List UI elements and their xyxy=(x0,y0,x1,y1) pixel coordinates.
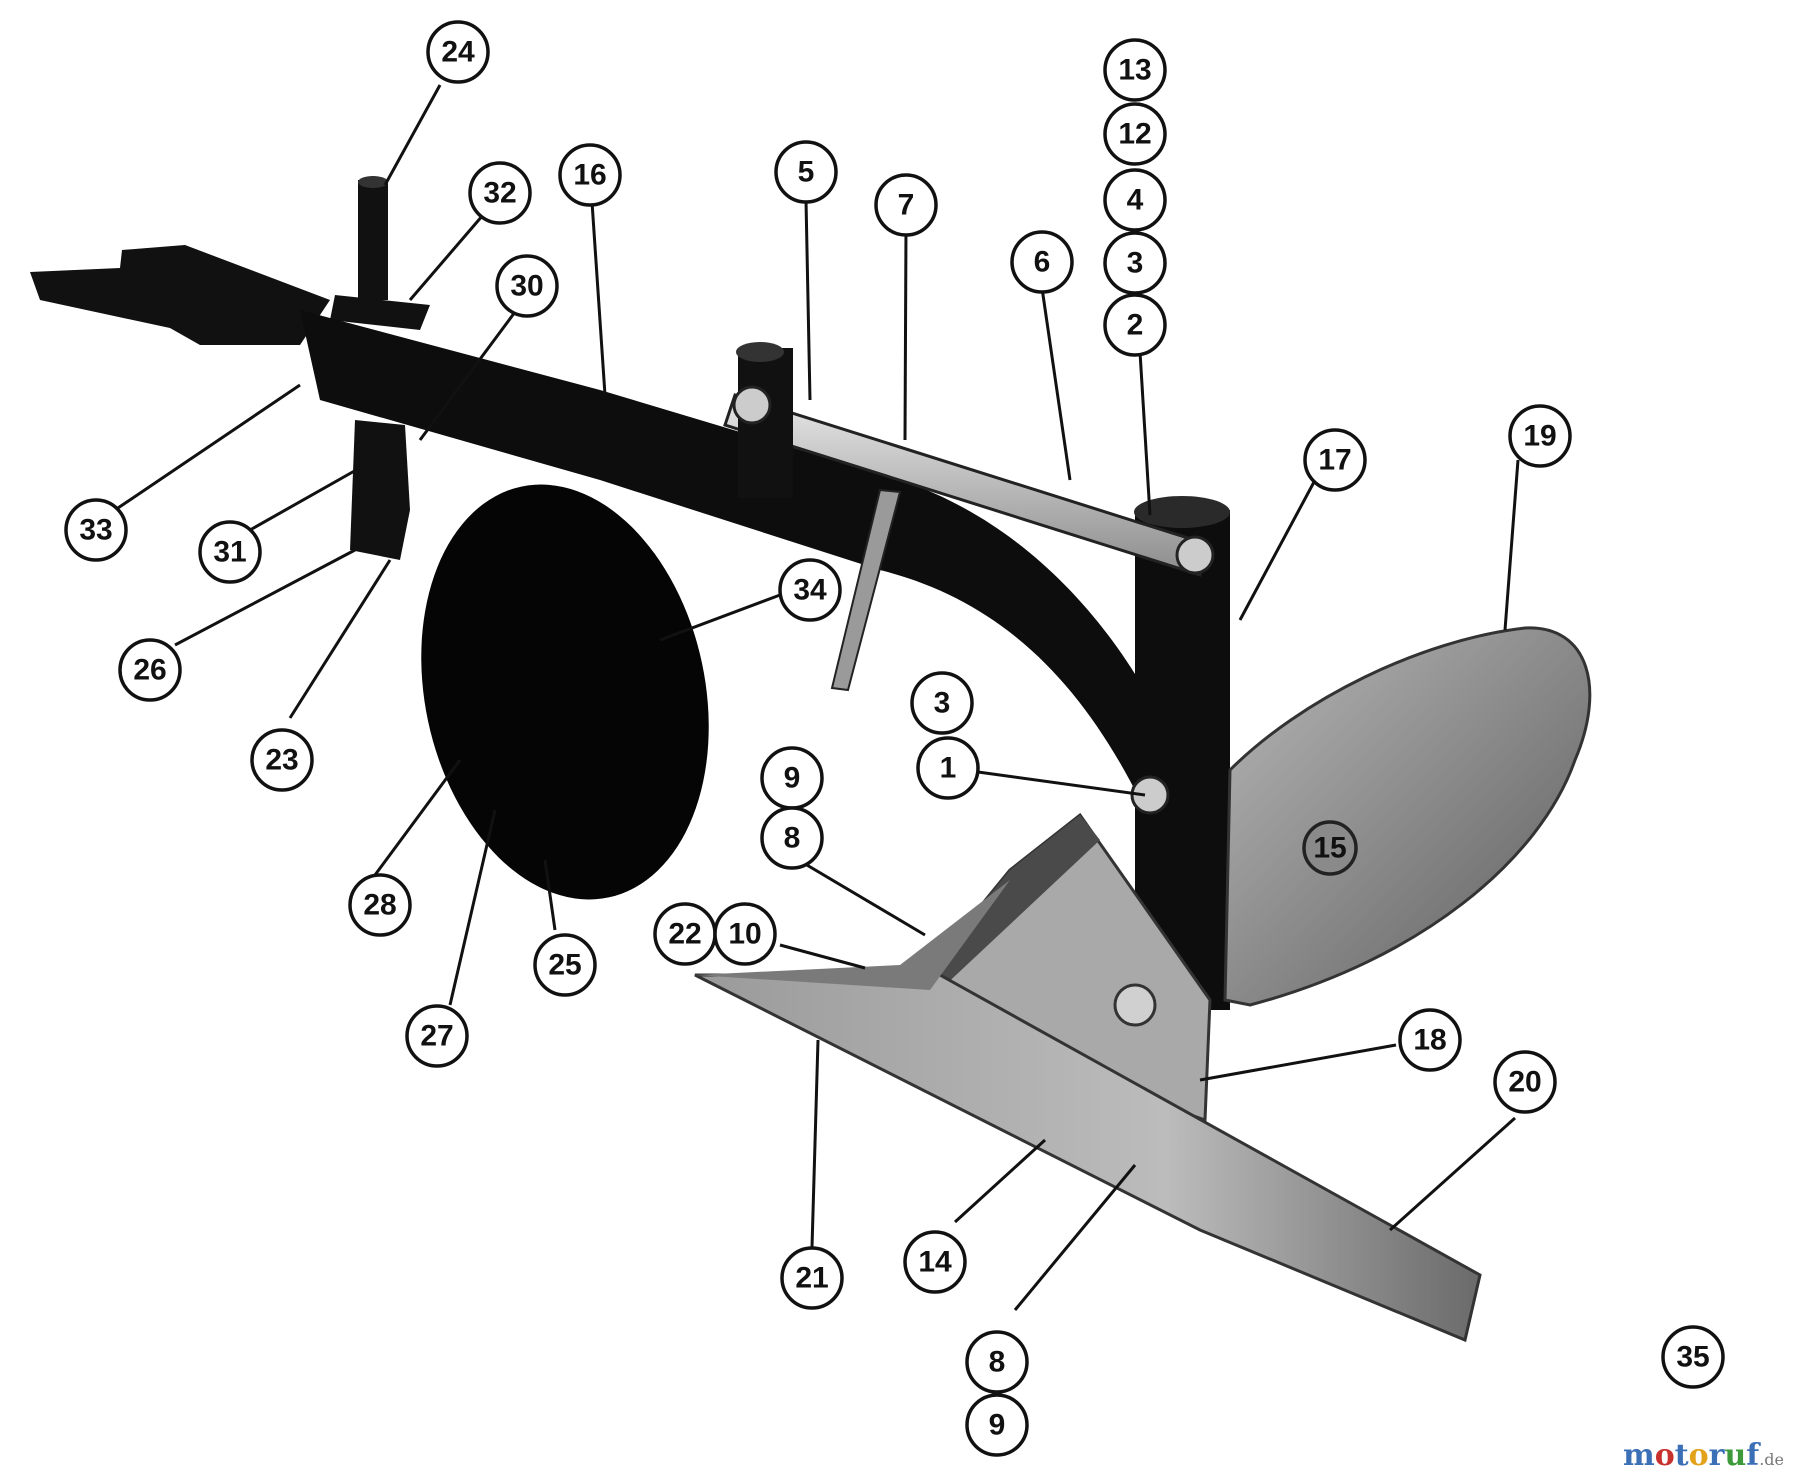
callout-15-label: 15 xyxy=(1313,832,1346,865)
callout-10: 10 xyxy=(713,902,777,966)
callout-35-label: 35 xyxy=(1676,1341,1709,1374)
coulter-bracket xyxy=(350,420,410,560)
callout-7: 7 xyxy=(874,173,938,237)
watermark-letter: o xyxy=(1688,1438,1709,1473)
callout-24-label: 24 xyxy=(441,36,475,69)
callout-19: 19 xyxy=(1508,404,1572,468)
callout-3-top-label: 3 xyxy=(1127,247,1144,280)
watermark-letter: u xyxy=(1724,1438,1747,1473)
callout-18: 18 xyxy=(1398,1008,1462,1072)
callout-13: 13 xyxy=(1103,38,1167,102)
callout-8-lower-label: 8 xyxy=(989,1346,1006,1379)
callout-32: 32 xyxy=(468,161,532,225)
callout-13-label: 13 xyxy=(1118,54,1151,87)
callout-33: 33 xyxy=(64,498,128,562)
callout-9-lower: 9 xyxy=(965,1393,1029,1457)
watermark-letter: r xyxy=(1708,1438,1725,1473)
callout-4-label: 4 xyxy=(1127,184,1144,217)
hitch-pin xyxy=(358,180,388,300)
callout-34: 34 xyxy=(778,558,842,622)
coulter-disc xyxy=(421,484,709,900)
callout-10-label: 10 xyxy=(728,918,761,951)
hitch-bar xyxy=(30,245,330,345)
callout-28: 28 xyxy=(348,873,412,937)
callout-9-upper-label: 9 xyxy=(784,762,801,795)
callout-14: 14 xyxy=(903,1230,967,1294)
callout-21: 21 xyxy=(780,1246,844,1310)
callout-12: 12 xyxy=(1103,102,1167,166)
callout-17: 17 xyxy=(1303,428,1367,492)
motoruf-watermark: motoruf.de xyxy=(1623,1438,1784,1473)
callout-30: 30 xyxy=(495,254,559,318)
callout-7-label: 7 xyxy=(898,189,915,222)
main-beam xyxy=(300,310,1180,800)
clamp-plate xyxy=(330,295,430,330)
callout-31-label: 31 xyxy=(213,536,246,569)
callout-3-top: 3 xyxy=(1103,231,1167,295)
callout-22: 22 xyxy=(653,902,717,966)
callout-27: 27 xyxy=(405,1004,469,1068)
moldboard xyxy=(1223,626,1592,1007)
callout-6-label: 6 xyxy=(1034,246,1051,279)
callout-33-label: 33 xyxy=(79,514,112,547)
plow-illustration xyxy=(30,176,1592,1343)
callout-8-upper: 8 xyxy=(760,806,824,870)
callout-27-label: 27 xyxy=(420,1020,453,1053)
callout-31: 31 xyxy=(198,520,262,584)
callout-16-label: 16 xyxy=(573,159,606,192)
watermark-letter: m xyxy=(1623,1438,1655,1473)
callout-25-label: 25 xyxy=(548,949,581,982)
callout-6: 6 xyxy=(1010,230,1074,294)
adjust-rod xyxy=(723,393,1212,577)
callout-21-label: 21 xyxy=(795,1262,828,1295)
callout-2: 2 xyxy=(1103,293,1167,357)
callout-5: 5 xyxy=(774,140,838,204)
callout-14-label: 14 xyxy=(918,1246,952,1279)
callout-12-label: 12 xyxy=(1118,118,1151,151)
callout-19-label: 19 xyxy=(1523,420,1556,453)
frog-bolt xyxy=(1113,983,1157,1027)
leader-lines xyxy=(114,84,1520,1311)
callout-26-label: 26 xyxy=(133,654,166,687)
callout-22-label: 22 xyxy=(668,918,701,951)
callout-3-mid-label: 3 xyxy=(934,687,951,720)
watermark-letter: o xyxy=(1654,1438,1675,1473)
callout-35: 35 xyxy=(1661,1325,1725,1389)
callout-2-label: 2 xyxy=(1127,309,1144,342)
watermark-suffix: .de xyxy=(1759,1450,1784,1469)
adjust-handle xyxy=(830,488,902,692)
callout-9-lower-label: 9 xyxy=(989,1409,1006,1442)
callout-18-label: 18 xyxy=(1413,1024,1446,1057)
watermark-letter: f xyxy=(1746,1438,1760,1473)
callout-1-label: 1 xyxy=(940,752,957,785)
callout-15: 15 xyxy=(1302,820,1358,876)
callout-28-label: 28 xyxy=(363,889,396,922)
callout-8-lower: 8 xyxy=(965,1330,1029,1394)
callout-30-label: 30 xyxy=(510,270,543,303)
callout-17-label: 17 xyxy=(1318,444,1351,477)
callout-3-mid: 3 xyxy=(910,671,974,735)
callout-9-upper: 9 xyxy=(760,746,824,810)
callout-34-label: 34 xyxy=(793,574,827,607)
callout-4: 4 xyxy=(1103,168,1167,232)
callout-1: 1 xyxy=(916,736,980,800)
callout-8-upper-label: 8 xyxy=(784,822,801,855)
watermark-letter: t xyxy=(1674,1438,1689,1473)
callout-23-label: 23 xyxy=(265,744,298,777)
callout-20: 20 xyxy=(1493,1050,1557,1114)
callout-32-label: 32 xyxy=(483,177,516,210)
callout-20-label: 20 xyxy=(1508,1066,1541,1099)
callout-24: 24 xyxy=(426,20,490,84)
callout-26: 26 xyxy=(118,638,182,702)
callout-23: 23 xyxy=(250,728,314,792)
callout-16: 16 xyxy=(558,143,622,207)
callout-25: 25 xyxy=(533,933,597,997)
callout-5-label: 5 xyxy=(798,156,815,189)
